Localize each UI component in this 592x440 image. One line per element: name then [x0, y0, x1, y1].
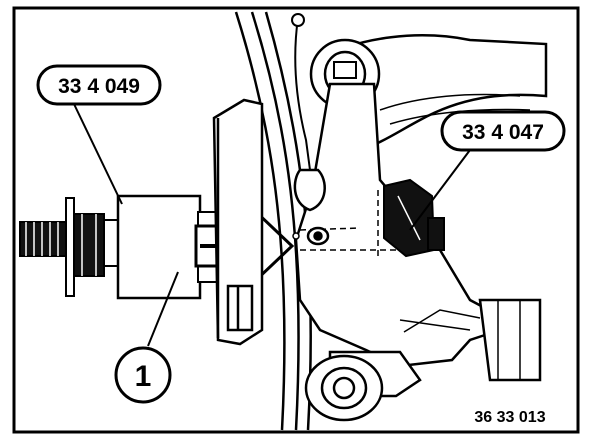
brake-disc-shield: [212, 11, 312, 431]
figure-frame: [12, 6, 580, 434]
press-tool-block: [116, 194, 202, 300]
callout-tool-left: 33 4 049: [58, 75, 140, 98]
sensor-lead: [291, 13, 326, 212]
support-tool: [383, 178, 445, 258]
callout-tool-left-box: [36, 64, 162, 106]
leader-tool-left: [73, 103, 123, 205]
figure-code: 36 33 013: [474, 409, 545, 426]
callout-part-number: 1: [135, 360, 152, 393]
callout-tool-right: 33 4 047: [462, 121, 544, 144]
callout-tool-right-box: [440, 110, 566, 152]
leader-tool-right: [409, 149, 471, 231]
leader-part-number: [147, 271, 179, 347]
drift-bolt: [19, 197, 121, 297]
callout-part-circle: [114, 346, 172, 404]
